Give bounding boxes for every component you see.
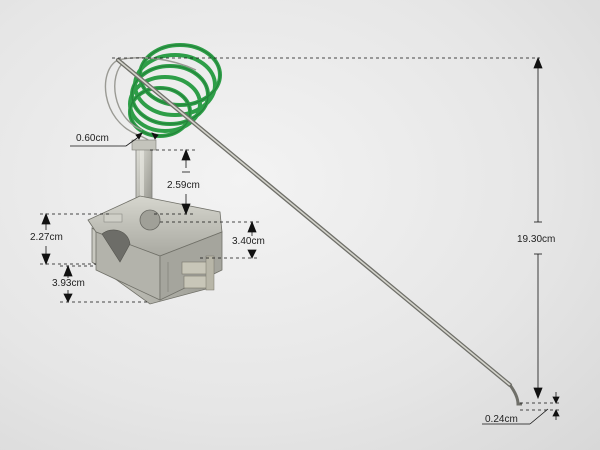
body-depth-label: 3.93cm	[52, 278, 85, 289]
probe-length-label: 19.30cm	[517, 234, 556, 245]
body-height-label: 2.27cm	[30, 232, 63, 243]
dimension-lines	[40, 56, 560, 425]
probe-tip-diameter-label: 0.24cm	[485, 414, 518, 425]
shaft-height-label: 2.59cm	[167, 180, 200, 191]
capillary-diameter-label: 0.60cm	[76, 133, 109, 144]
probe-rod	[115, 57, 522, 406]
terminal-height-label: 3.40cm	[232, 236, 265, 247]
thermostat-body	[87, 195, 223, 305]
